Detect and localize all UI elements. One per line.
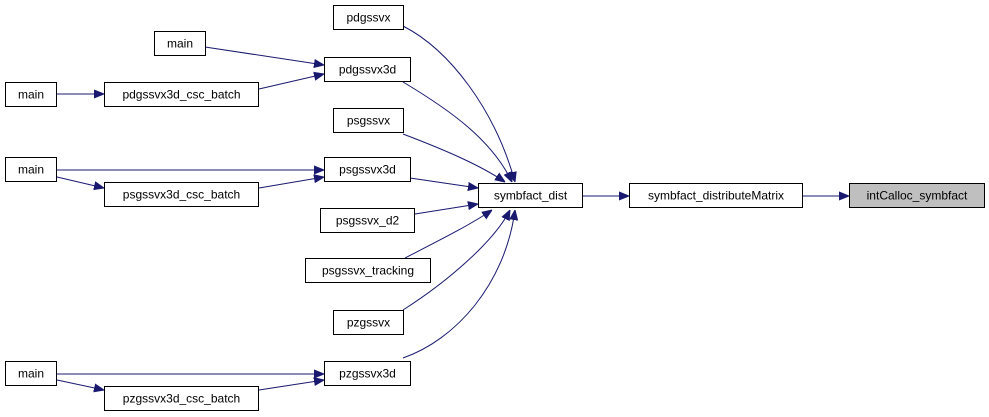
node-label: main [18,163,44,177]
node-label: pdgssvx [346,11,390,25]
edge-main-to-pzgssvx3d-csc-batch [56,379,104,390]
node-label: psgssvx [347,114,390,128]
edge-pzgssvx3d-csc-batch-to-pzgssvx3d [258,380,324,391]
edges [56,25,849,391]
nodes: pdgssvx main pdgssvx3d main pdgssvx3d_cs… [5,5,985,411]
node-main-c[interactable]: main [5,157,57,182]
node-pdgssvx[interactable]: pdgssvx [333,5,404,30]
node-psgssvx-d2[interactable]: psgssvx_d2 [320,208,415,233]
edge-psgssvx-d2-to-symbfact-dist [414,204,478,215]
node-label: pzgssvx [347,316,390,330]
node-pdgssvx3d-csc-batch[interactable]: pdgssvx3d_csc_batch [104,82,259,107]
node-label: psgssvx_tracking [322,264,414,278]
node-intCalloc-symbfact[interactable]: intCalloc_symbfact [849,183,985,208]
node-label: pzgssvx3d_csc_batch [123,392,240,406]
node-psgssvx3d[interactable]: psgssvx3d [324,157,411,182]
node-pzgssvx[interactable]: pzgssvx [333,310,404,335]
node-label: pdgssvx3d [339,63,396,77]
node-label: psgssvx_d2 [336,214,400,228]
node-label: pzgssvx3d [339,367,396,381]
node-pzgssvx3d[interactable]: pzgssvx3d [324,361,411,386]
node-label: intCalloc_symbfact [867,189,968,203]
node-label: main [18,88,44,102]
edge-main-to-psgssvx3d-csc-batch [56,176,104,188]
node-psgssvx[interactable]: psgssvx [333,108,404,133]
node-label: symbfact_distributeMatrix [648,189,784,203]
edge-psgssvx3d-csc-batch-to-psgssvx3d [258,177,324,189]
node-label: symbfact_dist [494,189,568,203]
edge-pdgssvx3d-to-symbfact-dist [402,81,512,182]
node-psgssvx-tracking[interactable]: psgssvx_tracking [305,258,431,283]
node-label: main [18,367,44,381]
edge-main-to-pdgssvx3d [204,46,324,65]
edge-psgssvx-tracking-to-symbfact-dist [404,210,492,259]
edge-pzgssvx3d-to-symbfact-dist [402,210,515,359]
edge-psgssvx3d-to-symbfact-dist [409,177,478,188]
node-label: pdgssvx3d_csc_batch [122,88,240,102]
node-main-b[interactable]: main [5,82,57,107]
node-symbfact-dist[interactable]: symbfact_dist [478,183,583,208]
node-main-d[interactable]: main [5,361,57,386]
node-pzgssvx3d-csc-batch[interactable]: pzgssvx3d_csc_batch [104,386,259,411]
node-label: main [167,37,193,51]
edge-pdgssvx-to-symbfact-dist [402,25,515,182]
node-psgssvx3d-csc-batch[interactable]: psgssvx3d_csc_batch [104,182,259,207]
edge-psgssvx-to-symbfact-dist [402,133,505,182]
node-symbfact-distributeMatrix[interactable]: symbfact_distributeMatrix [629,183,803,208]
node-pdgssvx3d[interactable]: pdgssvx3d [324,57,411,82]
node-label: psgssvx3d_csc_batch [123,188,240,202]
edge-pzgssvx-to-symbfact-dist [402,210,510,311]
edge-pdgssvx3d-csc-batch-to-pdgssvx3d [258,74,324,90]
node-label: psgssvx3d [339,163,396,177]
node-main-a[interactable]: main [154,31,206,56]
